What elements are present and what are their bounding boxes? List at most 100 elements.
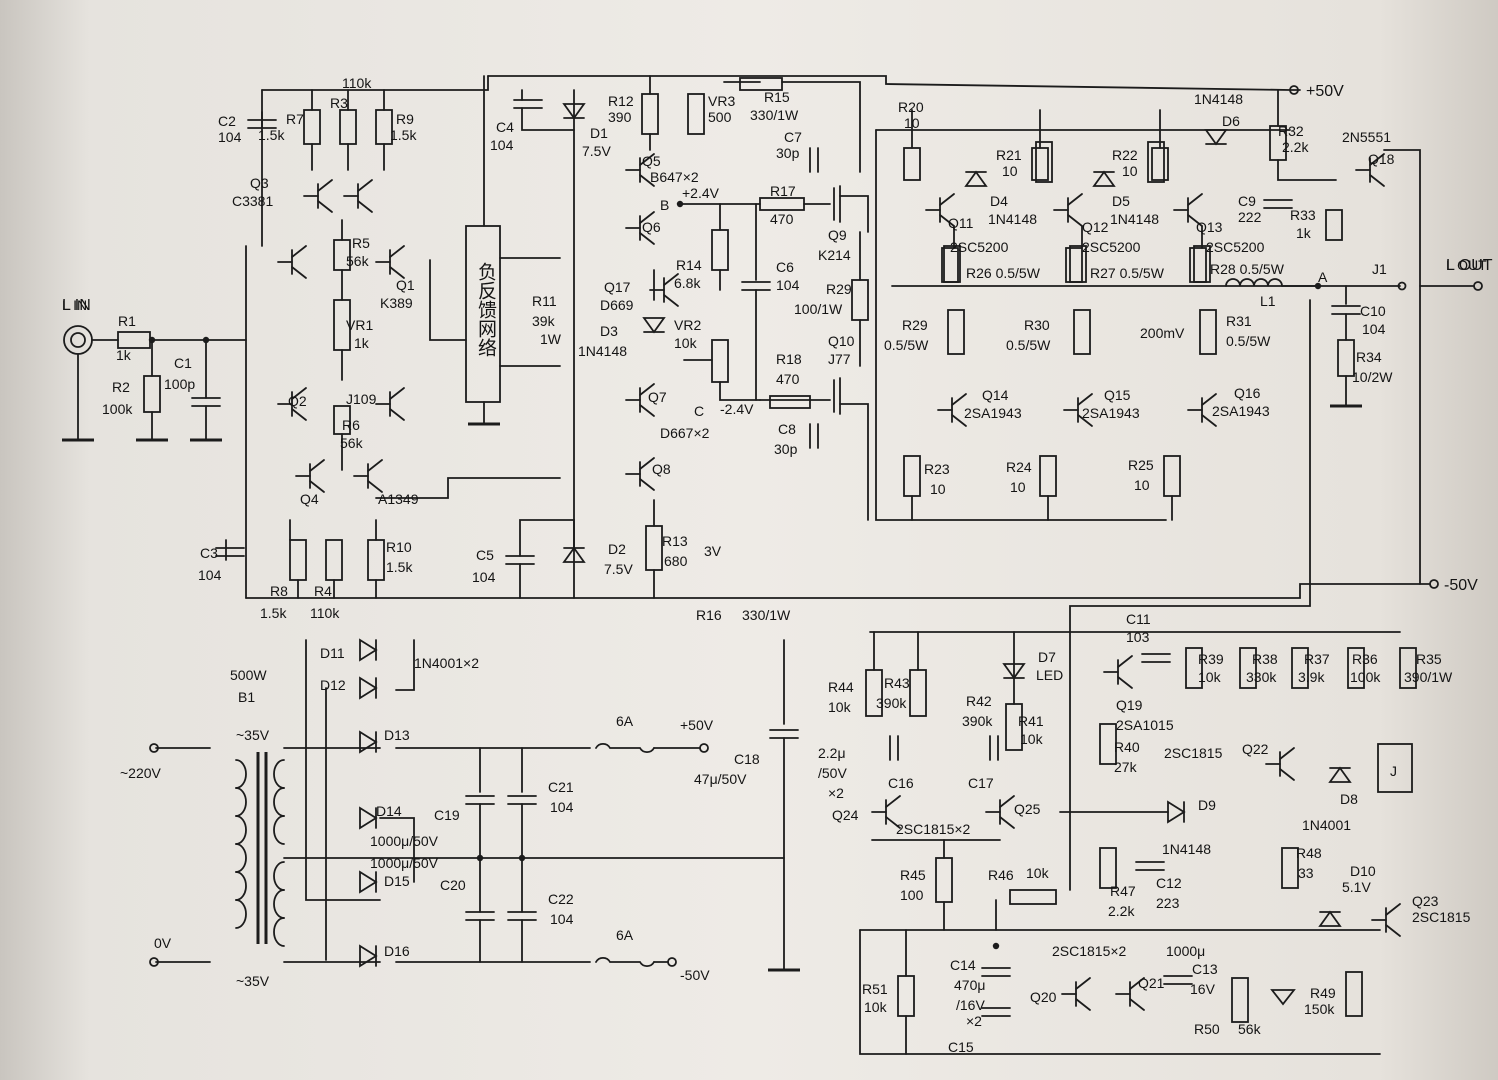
component-label: 104 (550, 799, 574, 815)
component-label: A1349 (378, 491, 419, 507)
component-label: R39 (1198, 651, 1224, 667)
wire (1383, 149, 1421, 585)
component-label: D14 (376, 803, 402, 819)
component-label: 1.5k (260, 605, 287, 621)
component-label: 2SC1815 (1164, 745, 1223, 761)
ac-terminal (149, 743, 159, 753)
resistor-body (851, 279, 869, 321)
transformer-secondary (273, 759, 285, 789)
transistor-emitter (1279, 768, 1295, 781)
component-label: Q20 (1030, 989, 1057, 1005)
component-label: 6.8k (674, 275, 701, 291)
component-label: R47 (1110, 883, 1136, 899)
component-label: 104 (218, 129, 242, 145)
transistor-emitter (1075, 998, 1091, 1011)
component-label: J109 (346, 391, 377, 407)
transformer-primary (235, 871, 247, 901)
component-label: 10k (1198, 669, 1221, 685)
component-label: /50V (818, 765, 847, 781)
component-label: 680 (664, 553, 688, 569)
transformer-primary (235, 843, 247, 873)
component-label: 1000μ/50V (370, 855, 439, 871)
component-label: +2.4V (682, 185, 719, 201)
component-label: R48 (1296, 845, 1322, 861)
component-label: 100k (102, 401, 133, 417)
wire (1277, 159, 1337, 181)
component-label: R24 (1006, 459, 1032, 475)
component-label: R18 (776, 351, 802, 367)
resistor-body (1031, 147, 1049, 181)
component-label: 110k (342, 75, 372, 91)
component-label: Q9 (828, 227, 847, 243)
feedback-network-block (465, 225, 501, 403)
component-label: 39k (532, 313, 555, 329)
wire (395, 639, 415, 691)
component-label: 1N4148 (1162, 841, 1212, 857)
component-label: C5 (476, 547, 494, 563)
component-label: Q16 (1234, 385, 1261, 401)
wire (305, 639, 381, 901)
component-label: VR1 (346, 317, 374, 333)
component-label: 103 (1126, 629, 1150, 645)
transistor-collector (639, 211, 655, 224)
resistor-body (1189, 247, 1207, 283)
component-label: 7.5V (582, 143, 611, 159)
component-label: R36 (1352, 651, 1378, 667)
component-label: C21 (548, 779, 574, 795)
component-label: 104 (472, 569, 496, 585)
resistor-body (325, 539, 343, 581)
component-label: D11 (320, 645, 345, 661)
component-label: 2SA1943 (1212, 403, 1270, 419)
component-label: 0.5/5W (1006, 337, 1051, 353)
component-label: 470 (776, 371, 800, 387)
component-label: 104 (490, 137, 514, 153)
transistor-collector (1129, 977, 1145, 990)
resistor-body (1099, 847, 1117, 889)
component-label: R27 0.5/5W (1090, 265, 1164, 281)
diode-triangle (562, 103, 586, 120)
component-label: C12 (1156, 875, 1182, 891)
component-label: R46 (988, 867, 1014, 883)
component-label: 100 (900, 887, 924, 903)
transistor-emitter (1201, 414, 1217, 427)
component-label: 1N4001×2 (414, 655, 480, 671)
transistor-emitter (389, 408, 405, 421)
component-label: 1000μ/50V (370, 833, 439, 849)
diode-triangle (1092, 170, 1116, 187)
component-label: R41 (1018, 713, 1044, 729)
transformer-primary (235, 899, 247, 929)
component-label: D13 (384, 727, 410, 743)
wire (859, 929, 1381, 1055)
wire (429, 259, 467, 341)
relay-coil (1377, 743, 1413, 793)
component-label: 30p (776, 145, 800, 161)
component-label: C13 (1192, 961, 1218, 977)
transistor-collector (1117, 655, 1133, 668)
component-label: R32 (1278, 123, 1304, 139)
component-label: D667×2 (660, 425, 710, 441)
component-label: R42 (966, 693, 992, 709)
diode-triangle (359, 730, 378, 754)
component-label: R8 (270, 583, 288, 599)
transformer-secondary (273, 787, 285, 817)
component-label: Q19 (1116, 697, 1143, 713)
component-label: B1 (238, 689, 256, 705)
input-jack-outer (63, 325, 93, 355)
transistor-emitter (309, 480, 325, 493)
component-label: C18 (734, 751, 760, 767)
component-label: Q12 (1082, 219, 1109, 235)
input-label: L IN (62, 297, 91, 314)
component-label: R28 0.5/5W (1210, 261, 1284, 277)
supply-terminal (667, 957, 677, 967)
component-label: 1N4148 (988, 211, 1038, 227)
component-label: 390k (876, 695, 907, 711)
component-label: 3V (704, 543, 722, 559)
component-label: D2 (608, 541, 626, 557)
transistor-emitter (999, 816, 1015, 829)
transistor-collector (389, 245, 405, 258)
component-label: 10k (864, 999, 887, 1015)
component-label: ×2 (828, 785, 844, 801)
component-label: R30 (1024, 317, 1050, 333)
transistor-emitter (639, 174, 655, 187)
transistor-emitter (939, 214, 955, 227)
